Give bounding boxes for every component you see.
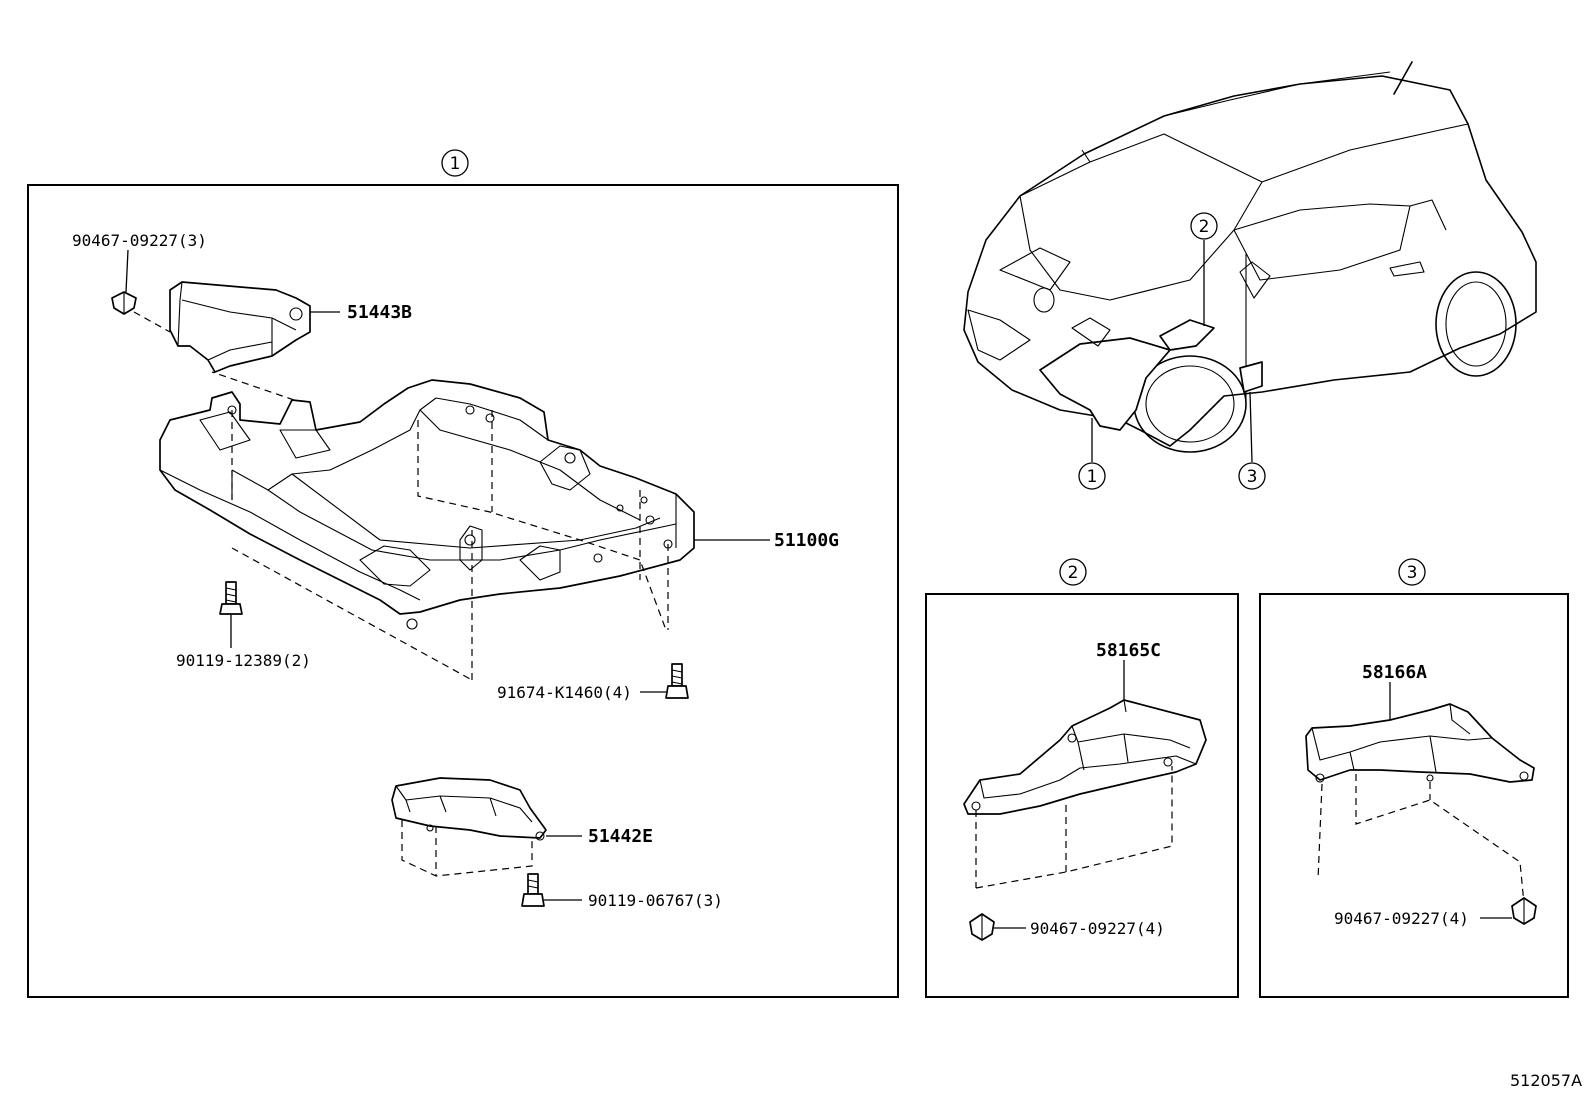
plate-dashes <box>401 820 533 877</box>
view-3-frame <box>1259 593 1569 998</box>
label-51100g: 51100G <box>774 530 839 551</box>
view-3-panel: 3 58166A 90467-09227(4) <box>1259 558 1569 998</box>
vehicle-callout-1[interactable]: 1 <box>1078 418 1106 490</box>
view-3-dashes <box>1317 774 1525 905</box>
vehicle-callout-3[interactable]: 3 <box>1238 391 1266 490</box>
headlight <box>967 247 1071 361</box>
undercover-lh <box>1159 319 1215 351</box>
view-2-panel: 2 58165C 90467-09227(4) <box>925 558 1239 998</box>
label-90119-12389-2: 90119-12389(2) <box>176 651 311 670</box>
clip-fastener-90467-a[interactable] <box>111 291 137 315</box>
view-2-dashes <box>975 766 1173 889</box>
roof-lines <box>1081 71 1391 163</box>
antenna <box>1393 61 1413 95</box>
view-3-marker: 3 <box>1407 563 1418 583</box>
view-3-marker-circle <box>1398 558 1426 586</box>
label-51443b: 51443B <box>347 302 412 323</box>
bolt-91674-k1460[interactable] <box>665 663 689 699</box>
undercover-rh <box>1239 361 1263 393</box>
vehicle-callout-2-text: 2 <box>1199 217 1210 237</box>
vehicle-callout-1-text: 1 <box>1087 467 1098 487</box>
crossmember-51100g[interactable] <box>159 379 695 630</box>
leader-90467-a <box>125 249 129 293</box>
vehicle-illustration <box>963 61 1537 453</box>
label-58166a: 58166A <box>1362 662 1427 683</box>
side-window <box>1233 123 1469 281</box>
label-90467-09227-3: 90467-09227(3) <box>72 231 207 250</box>
vehicle-callout-2[interactable]: 2 <box>1190 212 1218 326</box>
label-90467-09227-4b: 90467-09227(4) <box>1334 909 1469 928</box>
mirror <box>1239 261 1271 299</box>
windshield <box>1019 133 1263 301</box>
vehicle-callout-3-text: 3 <box>1247 467 1258 487</box>
undercover-58166a[interactable] <box>1305 703 1535 783</box>
rear-wheel <box>1435 271 1517 377</box>
bolt-90119-06767[interactable] <box>521 873 545 907</box>
frame-dashes <box>211 371 669 681</box>
view-2-marker-circle <box>1059 558 1087 586</box>
view-2-frame <box>925 593 1239 998</box>
label-91674-k1460-4: 91674-K1460(4) <box>497 683 632 702</box>
view-1-panel: 1 90467-09227(3) 51443B <box>27 149 899 998</box>
view-1-frame <box>27 184 899 998</box>
clip-fastener-90467-b[interactable] <box>969 913 995 941</box>
bolt-90119-12389[interactable] <box>219 581 243 615</box>
door-handle <box>1389 261 1425 277</box>
clip-fastener-90467-c[interactable] <box>1511 897 1537 925</box>
emblem <box>1033 287 1055 313</box>
label-51442e: 51442E <box>588 826 653 847</box>
engine-undercover <box>1039 337 1171 431</box>
undercover-58165c[interactable] <box>963 699 1207 815</box>
label-90467-09227-4a: 90467-09227(4) <box>1030 919 1165 938</box>
view-2-marker: 2 <box>1068 563 1079 583</box>
dash-line <box>133 311 171 333</box>
label-58165c: 58165C <box>1096 640 1161 661</box>
view-1-marker: 1 <box>450 154 461 174</box>
view-1-marker-circle <box>441 149 469 177</box>
diagram-reference-number: 512057A <box>1510 1071 1582 1090</box>
plate-51442e[interactable] <box>391 777 547 841</box>
label-90119-06767-3: 90119-06767(3) <box>588 891 723 910</box>
bracket-51443b[interactable] <box>169 281 311 373</box>
